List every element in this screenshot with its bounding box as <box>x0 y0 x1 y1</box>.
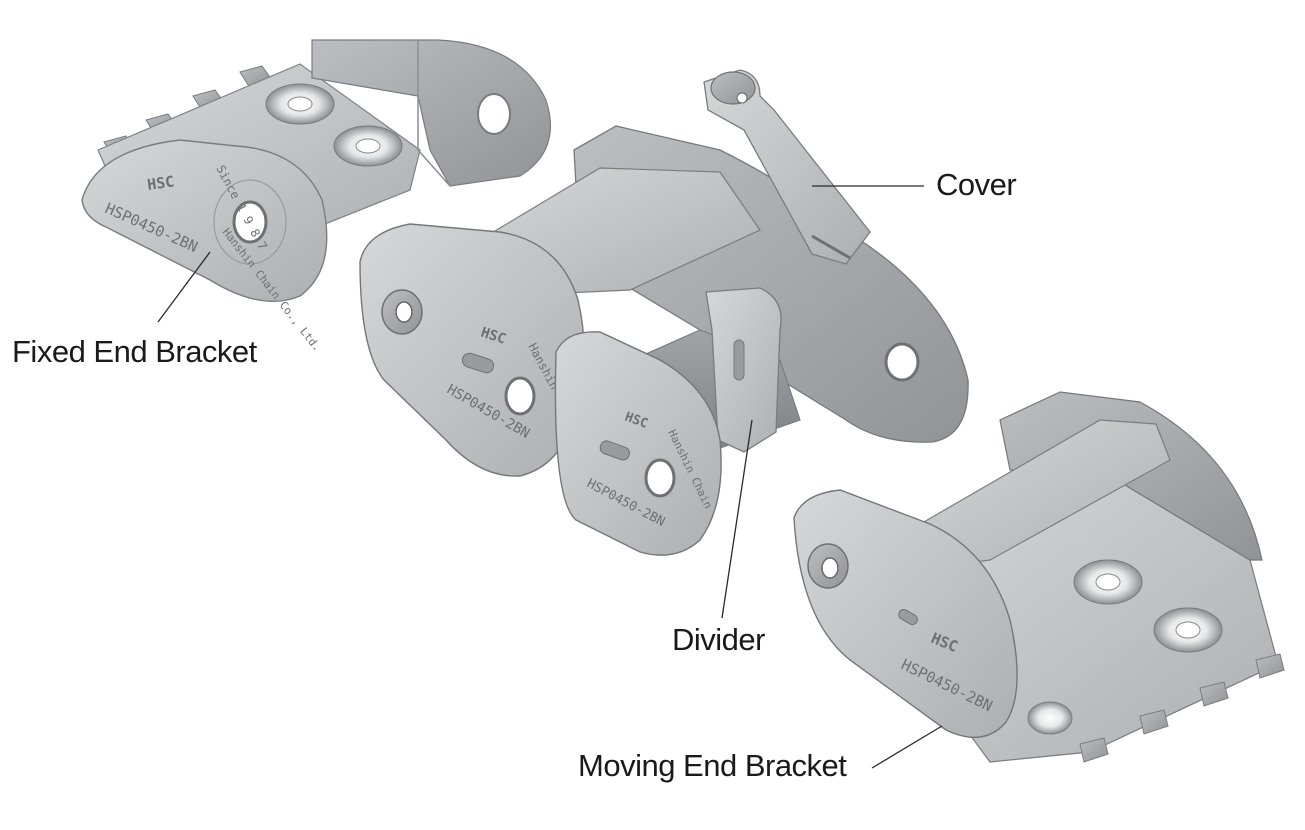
fixed-bracket-logo-engraving: HSC <box>146 172 175 194</box>
fixed-end-bracket-label: Fixed End Bracket <box>12 334 257 369</box>
link-2-stop-slot <box>599 440 630 461</box>
divider-label: Divider <box>672 622 765 657</box>
fixed-bracket-pivot-hole <box>232 200 268 244</box>
link-1-logo-engraving: HSC <box>479 325 508 348</box>
fixed-bracket-side-plate <box>81 139 328 302</box>
fixed-bracket-flange-hole <box>477 93 511 135</box>
rear-plate-pivot-hole <box>884 342 920 382</box>
front-link-plate-2 <box>554 331 722 556</box>
divider-leader-line <box>721 419 753 619</box>
moving-bracket-teeth <box>1079 653 1285 763</box>
fixed-bracket-rear-flange <box>311 39 551 187</box>
link-1-stop-slot <box>461 352 495 374</box>
fixed-end-bracket-leader-line <box>157 251 211 323</box>
link-2-pivot-hole <box>644 458 676 498</box>
fixed-end-bracket: HSC HSP0450-2BN Since 1 9 8 7 Hanshin Ch… <box>81 39 551 354</box>
moving-bracket-mount-hole <box>1027 701 1073 735</box>
moving-bracket-stop-slot <box>898 609 918 625</box>
cover-label: Cover <box>936 167 1017 202</box>
moving-end-bracket-label: Moving End Bracket <box>578 748 847 783</box>
cover-hinge-pin <box>710 71 756 105</box>
link-1-pivot-hole <box>504 376 536 416</box>
chain-link-assembly: HSC HSP0450-2BN Hanshin Chain HSC HSP045… <box>359 69 969 556</box>
hsc-logo-text: HSC <box>479 325 508 348</box>
moving-end-bracket: HSC HSP0450-2BN <box>793 391 1285 763</box>
moving-end-bracket-leader-line <box>871 725 943 769</box>
leader-lines <box>157 185 943 769</box>
front-link-plate-1 <box>359 223 585 477</box>
hsc-logo-text: HSC <box>146 172 175 194</box>
cover-part <box>703 69 871 265</box>
